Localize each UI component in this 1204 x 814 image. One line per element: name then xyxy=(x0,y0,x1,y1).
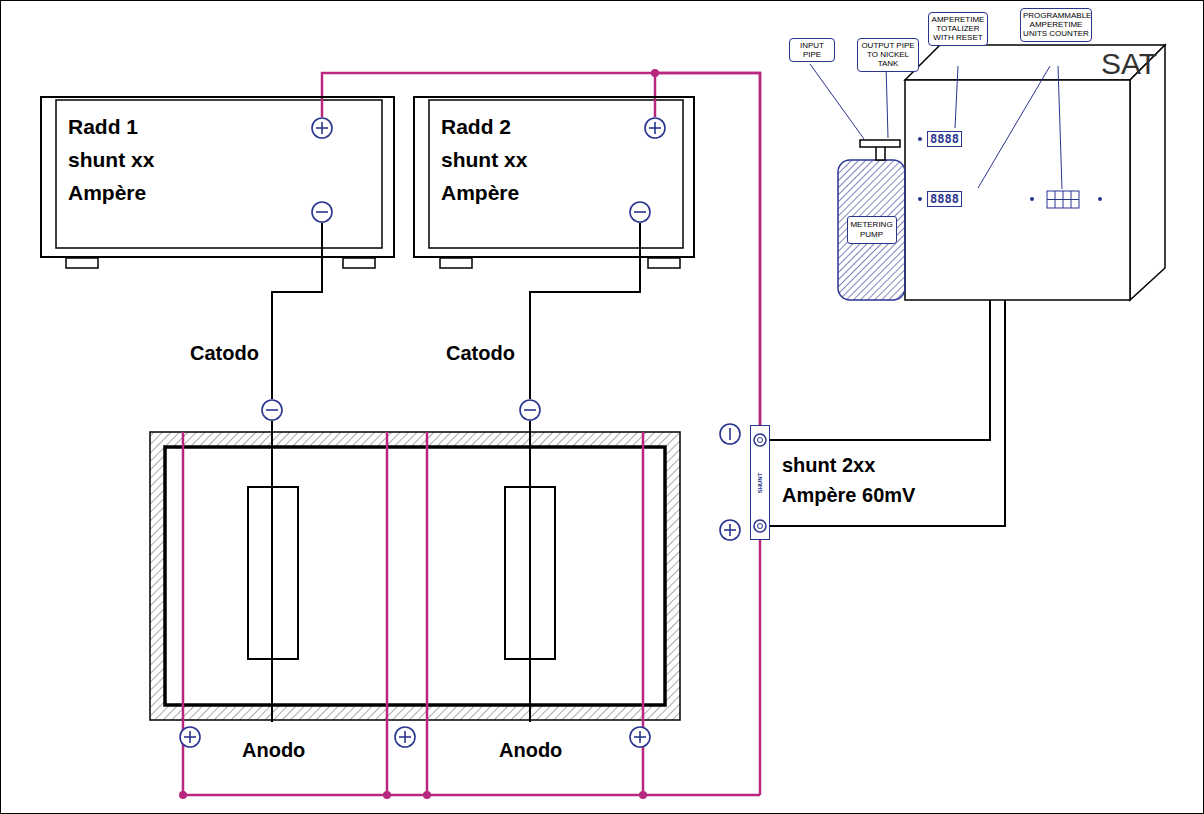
shunt-symbol: SHUNT xyxy=(750,425,770,540)
sense-wire xyxy=(770,300,990,440)
rectifier-box: Radd 2 shunt xx Ampère xyxy=(413,96,695,258)
positive-wire xyxy=(322,73,760,425)
cathode-label: Catodo xyxy=(190,338,259,368)
callout-box: OUTPUT PIPE TO NICKEL TANK xyxy=(857,38,919,72)
node-text: PROGRAMMABLE AMPERETIME UNITS COUNTER xyxy=(1023,11,1089,39)
counter-display: 8888 xyxy=(927,191,962,207)
cathode-label: Catodo xyxy=(446,338,515,368)
anode-label: Anodo xyxy=(499,735,562,765)
node-text: INPUT PIPE xyxy=(792,41,832,59)
shunt-rating: shunt 2xx Ampère 60mV xyxy=(782,450,932,510)
callout-box: AMPERETIME TOTALIZER WITH RESET xyxy=(928,12,988,46)
node-text: AMPERETIME TOTALIZER WITH RESET xyxy=(931,15,985,43)
node-text: OUTPUT PIPE TO NICKEL TANK xyxy=(860,41,916,69)
callout-box: PROGRAMMABLE AMPERETIME UNITS COUNTER xyxy=(1020,8,1092,42)
rectifier-box: Radd 1 shunt xx Ampère xyxy=(40,96,395,258)
positive-wire xyxy=(655,73,760,425)
callout-box: INPUT PIPE xyxy=(789,38,835,62)
counter-display: 8888 xyxy=(927,131,962,147)
node-text: SAT xyxy=(1101,47,1157,81)
node-text: Radd 1 shunt xx Ampère xyxy=(68,110,180,209)
sense-wire xyxy=(770,300,1005,526)
anode-label: Anodo xyxy=(242,735,305,765)
node-text: Radd 2 shunt xx Ampère xyxy=(441,110,553,209)
metering-pump: METERING PUMP xyxy=(838,160,905,300)
controller-box: SAT xyxy=(905,45,1165,300)
node-text: METERING PUMP xyxy=(847,216,897,243)
node-text: SHUNT xyxy=(757,472,763,493)
